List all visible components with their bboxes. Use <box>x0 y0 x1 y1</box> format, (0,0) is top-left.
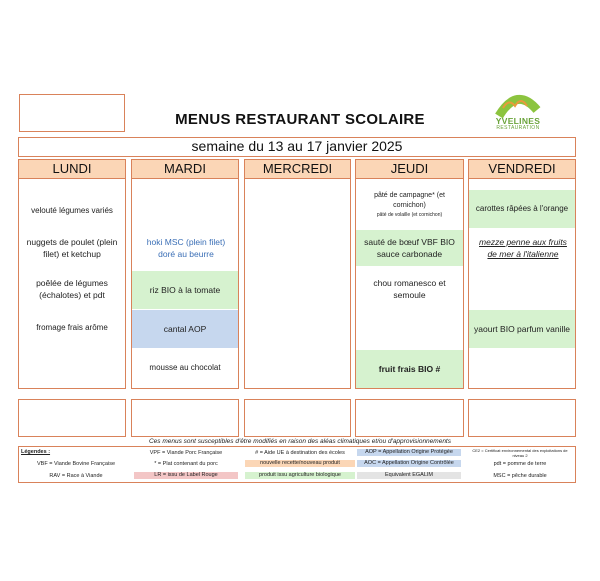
legend-vbf: VBF = Viande Bovine Française <box>36 461 115 467</box>
legend-label: Légendes : <box>21 449 51 455</box>
column-friday: carottes râpées à l'orange mezze penne a… <box>468 179 576 389</box>
menu-item: fromage frais arôme <box>36 323 108 332</box>
legend-new-recipe: nouvelle recette/nouveau produit <box>245 460 355 467</box>
day-header-tuesday: MARDI <box>131 159 239 179</box>
logo-name: YVELINES <box>495 116 541 126</box>
menu-item: velouté légumes variés <box>31 206 113 215</box>
legend-aide-ue: # = Aide UE à destination des écoles <box>255 450 345 456</box>
legend-aop: AOP = Appellation Origine Protégée <box>357 449 461 456</box>
bottom-box-friday <box>468 399 576 437</box>
legend-bio: produit issu agriculture biologique <box>245 472 355 479</box>
menu-item: hoki MSC (plein filet) doré au beurre <box>146 237 226 259</box>
menu-item: carottes râpées à l'orange <box>469 190 575 228</box>
legend-aoc: AOC = Appellation Origine Contrôlée <box>357 460 461 467</box>
menu-item: cantal AOP <box>132 310 238 348</box>
menu-item: poêlée de légumes (échalotes) et pdt <box>36 278 108 300</box>
menu-item: fruit frais BIO # <box>356 350 463 388</box>
page-title: MENUS RESTAURANT SCOLAIRE <box>175 111 425 128</box>
menu-item: yaourt BIO parfum vanille <box>469 310 575 348</box>
column-wednesday <box>244 179 351 389</box>
legend-ce2: CE2 = Certificat environnemental des exp… <box>472 448 568 458</box>
menu-item-text: pâté de campagne* (et cornichon) <box>374 192 445 209</box>
menu-item: sauté de bœuf VBF BIO sauce carbonade <box>356 230 463 266</box>
legend-vpf: VPF = Viande Porc Française <box>149 450 223 456</box>
column-tuesday: hoki MSC (plein filet) doré au beurre ri… <box>131 179 239 389</box>
legend-pdt: pdt = pomme de terre <box>493 461 547 467</box>
day-header-thursday: JEUDI <box>355 159 464 179</box>
column-monday: velouté légumes variés nuggets de poulet… <box>18 179 126 389</box>
bottom-box-tuesday <box>131 399 239 437</box>
legend-rav: RAV = Race à Viande <box>49 473 103 479</box>
yvelines-logo <box>495 95 541 119</box>
menu-item: mousse au chocolat <box>149 363 221 372</box>
day-header-monday: LUNDI <box>18 159 126 179</box>
menu-item-alt-text: pâté de volaille (et cornichon) <box>376 212 443 218</box>
week-title: semaine du 13 au 17 janvier 2025 <box>18 137 576 157</box>
legend-pork: * = Plat contenant du porc <box>154 461 218 467</box>
column-thursday: pâté de campagne* (et cornichon) pâté de… <box>355 179 464 389</box>
legend-msc: MSC = pêche durable <box>493 473 547 479</box>
disclaimer-note: Ces menus sont susceptibles d'être modif… <box>148 438 451 445</box>
menu-item: mezze penne aux fruits de mer à l'italie… <box>479 237 567 259</box>
menu-item: chou romanesco et semoule <box>373 278 446 300</box>
legend-egalim: Equivalent EGALIM <box>357 472 461 479</box>
bottom-box-thursday <box>355 399 464 437</box>
legend: Légendes : VBF = Viande Bovine Française… <box>18 446 576 483</box>
logo-placeholder-box <box>19 94 125 132</box>
menu-item: riz BIO à la tomate <box>132 271 238 309</box>
menu-item: pâté de campagne* (et cornichon) pâté de… <box>356 185 463 225</box>
bottom-box-monday <box>18 399 126 437</box>
day-header-wednesday: MERCREDI <box>244 159 351 179</box>
menu-item: nuggets de poulet (plein filet) et ketch… <box>26 237 118 259</box>
logo-subtitle: RESTAURATION <box>496 125 540 131</box>
day-header-friday: VENDREDI <box>468 159 576 179</box>
bottom-box-wednesday <box>244 399 351 437</box>
legend-label-rouge: LR = issu de Label Rouge <box>134 472 238 479</box>
